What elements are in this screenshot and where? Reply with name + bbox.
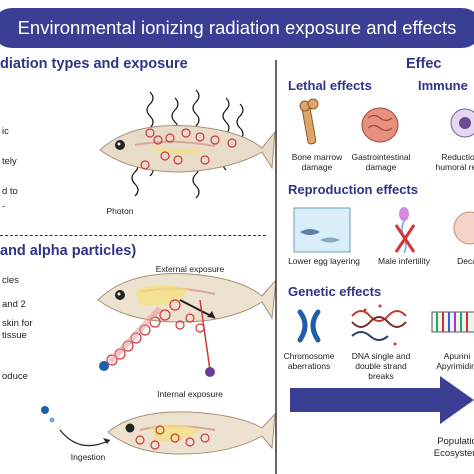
reproduction-effects-heading: Reproduction effects (288, 182, 419, 197)
radiation-types-heading: diation types and exposure (0, 56, 188, 72)
left-fragment: and 2 (2, 299, 26, 310)
dna-ladder-icon (431, 311, 474, 333)
figure-title: Environmental ionizing radiation exposur… (17, 17, 457, 38)
decay-icon (453, 211, 474, 245)
dna-break-icon (351, 304, 407, 346)
chromosome-label: Chromosome aberrations (283, 351, 335, 371)
external-exposure-label: External exposure (155, 264, 225, 274)
alpha-particle-icon (99, 361, 109, 371)
photon-label: Photon (106, 206, 134, 216)
bone-marrow-label: Bone marrow damage (291, 152, 343, 172)
middle-fish (97, 273, 277, 323)
left-fragment: d to (2, 186, 18, 197)
egg-label: Lower egg layering (288, 256, 360, 266)
chromosome-icon (297, 309, 321, 343)
left-fragment: tely (2, 156, 17, 167)
left-fragment: skin for (2, 318, 33, 329)
effects-heading: Effec (406, 56, 442, 72)
internal-rings (135, 425, 210, 450)
reduction-label: Reductio humoral res (435, 152, 474, 172)
lethal-effects-heading: Lethal effects (288, 78, 372, 93)
left-fragment: cles (2, 275, 19, 286)
sperm-cross-icon (394, 207, 416, 254)
ingestion-label: Ingestion (70, 452, 106, 462)
intestine-icon (361, 107, 399, 143)
internal-exposure-label: Internal exposure (157, 389, 223, 399)
title-banner (0, 8, 474, 48)
left-fragment: oduce (2, 371, 28, 382)
genetic-effects-heading: Genetic effects (288, 284, 382, 299)
apurinic-label: Apurini Apyrimidini (436, 351, 474, 371)
population-label: Populatio Ecosystem (433, 436, 474, 459)
dna-label: DNA single and double strand breaks (351, 351, 411, 381)
left-fragment: ic (2, 126, 9, 137)
population-arrow (290, 376, 474, 424)
bottom-fish (107, 411, 276, 455)
infertility-label: Male infertility (378, 256, 430, 266)
alpha-particles-heading: and alpha particles) (0, 243, 137, 259)
deca-label: Deca (457, 256, 474, 266)
section-separator (0, 235, 266, 236)
immune-cell-icon (450, 108, 474, 138)
gastro-label: Gastrointestinal damage (351, 152, 411, 172)
immune-heading: Immune (418, 78, 468, 93)
bone-icon (299, 98, 319, 145)
particle-icon (205, 367, 215, 377)
left-fragment: - (2, 201, 6, 212)
aquarium-icon (293, 207, 351, 253)
top-fish (99, 125, 276, 173)
top-fish-hit-rings (140, 128, 237, 170)
left-fragment: tissue (2, 330, 27, 341)
